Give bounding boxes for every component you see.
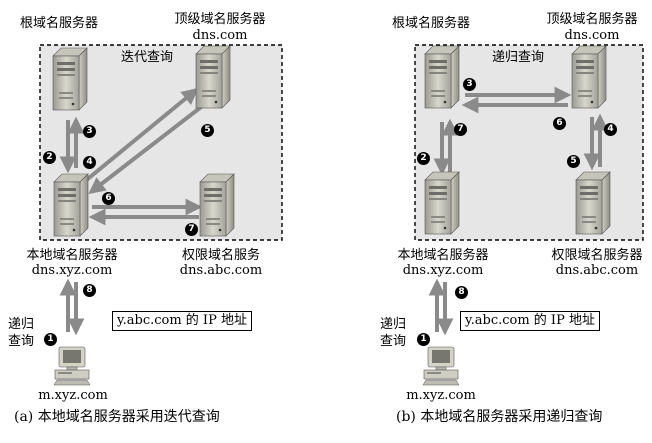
auth-server-a-icon [199, 173, 235, 237]
mode-a-label: 迭代查询 [120, 50, 174, 65]
local-server-b-icon [424, 171, 460, 235]
root-server-a-icon [52, 47, 88, 111]
panel-a-arrows [59, 87, 207, 336]
local-server-b-host: dns.xyz.com [402, 263, 484, 278]
step-b-2: 2 [417, 152, 430, 165]
arrow-a-local-to-tld [82, 87, 199, 184]
step-a-7: 7 [185, 223, 198, 236]
panel-a [39, 44, 283, 386]
local-server-a-label: 本地域名服务器 [26, 248, 118, 263]
root-server-b-icon [424, 45, 460, 109]
tld-server-b-label: 顶级域名服务器 [546, 12, 638, 27]
step-b-5: 5 [567, 155, 580, 168]
mode-b-label: 递归查询 [491, 50, 545, 65]
step-a-1: 1 [44, 333, 57, 346]
root-server-b-label: 根域名服务器 [392, 16, 471, 31]
step-b-8: 8 [455, 286, 468, 299]
client-pc-a-icon [53, 346, 91, 386]
panel-b [414, 44, 644, 386]
step-a-2: 2 [43, 151, 56, 164]
auth-server-a-host: dns.abc.com [179, 263, 263, 278]
client-b-host: m.xyz.com [406, 388, 476, 403]
recursive-b-line1: 递归 [380, 317, 407, 332]
step-a-5: 5 [201, 124, 214, 137]
panel-b-dashed-border [414, 44, 644, 241]
step-b-3: 3 [463, 78, 476, 91]
step-a-4: 4 [83, 156, 96, 169]
tld-server-a-icon [195, 45, 231, 109]
tld-server-b-host: dns.com [564, 28, 620, 43]
client-pc-b-icon [422, 346, 460, 386]
panel-b-arrows [428, 86, 609, 336]
step-a-3: 3 [83, 125, 96, 138]
local-server-b-label: 本地域名服务器 [397, 248, 489, 263]
auth-server-b-icon [575, 171, 611, 235]
step-a-6: 6 [102, 192, 115, 205]
tld-server-a-host: dns.com [192, 28, 248, 43]
auth-server-b-label: 权限域名服务器 [551, 248, 643, 263]
recursive-a-line1: 递归 [8, 317, 35, 332]
tld-server-b-icon [571, 45, 607, 109]
query-box-a: y.abc.com 的 IP 地址 [112, 311, 252, 331]
auth-server-a-label: 权限域名服务 [181, 248, 261, 263]
recursive-b-line2: 查询 [380, 334, 407, 349]
step-b-7: 7 [454, 123, 467, 136]
client-a-host: m.xyz.com [38, 388, 108, 403]
arrow-a-tld-to-local [88, 102, 207, 195]
step-b-4: 4 [604, 123, 617, 136]
step-a-8: 8 [83, 284, 96, 297]
caption-b: (b) 本地域名服务器采用递归查询 [396, 409, 603, 425]
step-b-6: 6 [553, 117, 566, 130]
step-b-1: 1 [417, 333, 430, 346]
query-box-b: y.abc.com 的 IP 地址 [460, 311, 600, 331]
auth-server-b-host: dns.abc.com [555, 263, 639, 278]
panel-a-dashed-border [39, 44, 283, 241]
local-server-a-icon [53, 173, 89, 237]
caption-a: (a) 本地域名服务器采用迭代查询 [14, 409, 220, 425]
local-server-a-host: dns.xyz.com [31, 263, 113, 278]
tld-server-a-label: 顶级域名服务器 [174, 12, 266, 27]
root-server-a-label: 根域名服务器 [20, 16, 99, 31]
recursive-a-line2: 查询 [8, 334, 35, 349]
